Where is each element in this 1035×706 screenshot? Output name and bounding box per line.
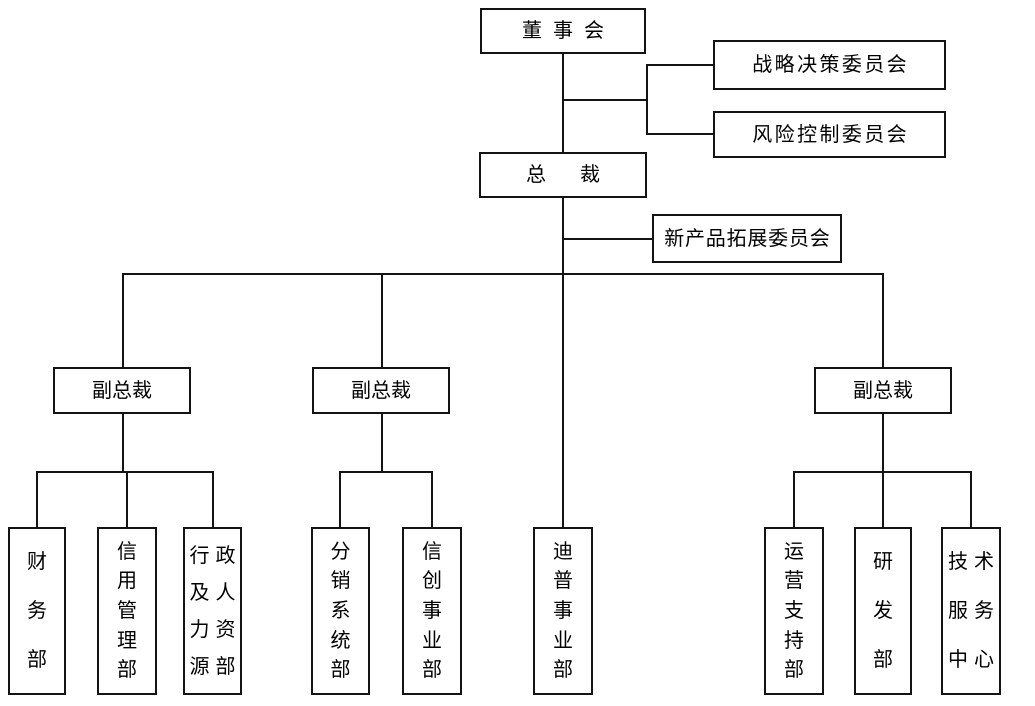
node-dept-dipu-business: 迪普事业部 <box>533 527 593 695</box>
connector-line <box>793 471 795 527</box>
node-label-line: 持 <box>784 629 810 652</box>
connector-line <box>882 414 884 473</box>
connector-line <box>646 64 648 135</box>
connector-line <box>339 471 433 473</box>
node-label-line: 普 <box>553 570 579 593</box>
connector-line <box>381 273 383 367</box>
node-label-line: 部 <box>27 649 53 672</box>
node-label-line: 服务 <box>948 599 1000 622</box>
node-risk-committee-label: 风险控制委员会 <box>752 123 910 146</box>
node-dept-distribution-systems: 分销系统部 <box>311 527 370 695</box>
node-dept-credit-management: 信用管理部 <box>97 527 157 695</box>
connector-line <box>646 133 713 135</box>
connector-line <box>562 238 652 240</box>
node-label-line: 信 <box>117 540 143 563</box>
node-label-line: 及人 <box>189 581 242 604</box>
node-label-line: 营 <box>784 570 810 593</box>
node-label-line: 创 <box>422 570 448 593</box>
connector-line <box>36 471 214 473</box>
node-strategy-committee-label: 战略决策委员会 <box>752 54 910 76</box>
connector-line <box>882 273 884 367</box>
connector-line <box>122 414 124 473</box>
node-vp-left-label: 副总裁 <box>92 379 152 402</box>
node-label-line: 系 <box>330 599 357 622</box>
node-label-line: 业 <box>553 629 579 652</box>
node-label-line: 运 <box>784 540 810 563</box>
node-label-line: 部 <box>117 659 143 682</box>
node-risk-committee: 风险控制委员会 <box>713 111 946 158</box>
node-label-line: 统 <box>330 629 357 652</box>
connector-line <box>431 471 433 527</box>
node-strategy-committee: 战略决策委员会 <box>713 40 946 90</box>
node-label-line: 务 <box>27 599 53 622</box>
node-label-line: 事 <box>422 599 448 622</box>
node-label-line: 迪 <box>553 540 579 563</box>
node-dept-xinchuang-business: 信创事业部 <box>402 527 462 695</box>
node-label-line: 中心 <box>948 649 1000 672</box>
connector-line <box>122 273 884 275</box>
node-label-line: 支 <box>784 599 810 622</box>
node-label-line: 部 <box>422 659 448 682</box>
node-dept-tech-service-center: 技术服务中心 <box>941 527 1001 695</box>
connector-line <box>381 414 383 473</box>
node-dept-finance: 财务部 <box>8 527 66 695</box>
node-vp-middle-label: 副总裁 <box>351 379 411 402</box>
node-label-line: 管 <box>117 599 143 622</box>
node-label-line: 信 <box>422 540 448 563</box>
connector-line <box>646 64 713 66</box>
node-label-line: 事 <box>553 599 579 622</box>
node-new-product-committee: 新产品拓展委员会 <box>652 214 842 263</box>
connector-line <box>126 471 128 527</box>
node-label-line: 业 <box>422 629 448 652</box>
connector-line <box>562 54 564 152</box>
node-vp-middle: 副总裁 <box>312 367 450 414</box>
node-vp-right-label: 副总裁 <box>853 379 913 402</box>
node-label-line: 力资 <box>189 618 242 641</box>
node-vp-left: 副总裁 <box>53 367 191 414</box>
node-dept-rnd: 研发部 <box>854 527 912 695</box>
node-label-line: 源部 <box>189 655 242 678</box>
node-label-line: 部 <box>784 659 810 682</box>
node-label-line: 行政 <box>189 544 242 567</box>
node-president: 总裁 <box>479 152 647 198</box>
node-new-product-committee-label: 新产品拓展委员会 <box>664 227 831 250</box>
node-label-line: 销 <box>330 570 357 593</box>
node-dept-admin-hr: 行政及人力资源部 <box>183 527 242 695</box>
node-board-label: 董事会 <box>522 20 615 42</box>
node-vp-right: 副总裁 <box>814 367 952 414</box>
node-president-label: 总裁 <box>526 164 634 186</box>
connector-line <box>36 471 38 527</box>
node-label-line: 理 <box>117 629 143 652</box>
node-board: 董事会 <box>480 8 646 54</box>
connector-line <box>970 471 972 527</box>
node-label-line: 部 <box>330 659 357 682</box>
connector-line <box>212 471 214 527</box>
node-label-line: 财 <box>27 550 53 573</box>
node-label-line: 发 <box>873 599 899 622</box>
node-label-line: 分 <box>330 540 357 563</box>
node-label-line: 部 <box>873 649 899 672</box>
node-label-line: 研 <box>873 550 899 573</box>
node-label-line: 技术 <box>948 550 1000 573</box>
node-dept-operations-support: 运营支持部 <box>764 527 824 695</box>
connector-line <box>562 99 648 101</box>
connector-line <box>882 471 884 527</box>
connector-line <box>562 198 564 527</box>
connector-line <box>122 273 124 367</box>
node-label-line: 部 <box>553 659 579 682</box>
connector-line <box>339 471 341 527</box>
node-label-line: 用 <box>117 570 143 593</box>
